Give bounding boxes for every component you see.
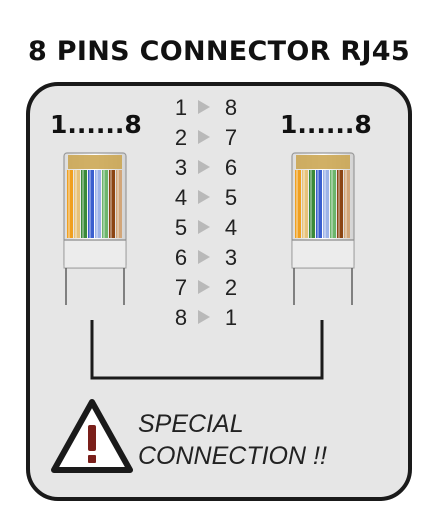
right-pin-range-label: 1......8 [280,110,372,139]
plug-wire-highlight [296,170,298,238]
pin-to: 2 [224,275,238,300]
plug-wire [116,170,122,238]
plug-wire [316,170,322,238]
arrow-icon [198,220,210,234]
arrow-icon [198,190,210,204]
plug-wire-highlight [103,170,105,238]
right-rj45-plug [291,152,355,305]
crossover-cable-line [90,320,324,380]
plug-wire [323,170,329,238]
plug-wire [81,170,87,238]
pin-to: 3 [224,245,238,270]
plug-wire [102,170,108,238]
pin-from: 1 [174,95,188,120]
warning-triangle-icon [51,399,133,473]
plug-wire [337,170,343,238]
plug-wire [67,170,73,238]
plug-wire-highlight [68,170,70,238]
arrow-icon [198,100,210,114]
plug-wire-highlight [75,170,77,238]
plug-wire-highlight [303,170,305,238]
arrow-icon [198,130,210,144]
left-plug-wires [67,170,122,238]
plug-wire-highlight [317,170,319,238]
pin-from: 3 [174,155,188,180]
warning-message: SPECIAL CONNECTION !! [138,408,327,472]
pin-to: 7 [224,125,238,150]
plug-wire [302,170,308,238]
warning-line-2: CONNECTION !! [138,442,327,470]
pin-to: 4 [224,215,238,240]
page-title: 8 PINS CONNECTOR RJ45 [28,36,410,67]
pin-from: 7 [174,275,188,300]
pin-from: 4 [174,185,188,210]
right-plug-wires [295,170,350,238]
plug-wire-highlight [345,170,347,238]
plug-wire-highlight [331,170,333,238]
pin-from: 8 [174,305,188,330]
arrow-icon [198,280,210,294]
plug-wire-highlight [96,170,98,238]
pin-to: 6 [224,155,238,180]
arrow-icon [198,250,210,264]
plug-wire [74,170,80,238]
plug-wire-highlight [82,170,84,238]
plug-wire-highlight [338,170,340,238]
plug-wire [330,170,336,238]
warning-line-1: SPECIAL [138,410,244,438]
pin-to: 5 [224,185,238,210]
arrow-icon [198,310,210,324]
pin-from: 2 [174,125,188,150]
plug-wire-highlight [324,170,326,238]
plug-wire [309,170,315,238]
pin-from: 6 [174,245,188,270]
left-rj45-plug [63,152,127,305]
arrow-icon [198,160,210,174]
plug-wire-highlight [110,170,112,238]
plug-wire-highlight [310,170,312,238]
pin-to: 1 [224,305,238,330]
plug-wire [88,170,94,238]
plug-wire [344,170,350,238]
plug-wire [95,170,101,238]
plug-wire-highlight [89,170,91,238]
left-pin-range-label: 1......8 [50,110,142,139]
plug-wire [109,170,115,238]
plug-wire-highlight [117,170,119,238]
pin-from: 5 [174,215,188,240]
pin-to: 8 [224,95,238,120]
plug-wire [295,170,301,238]
